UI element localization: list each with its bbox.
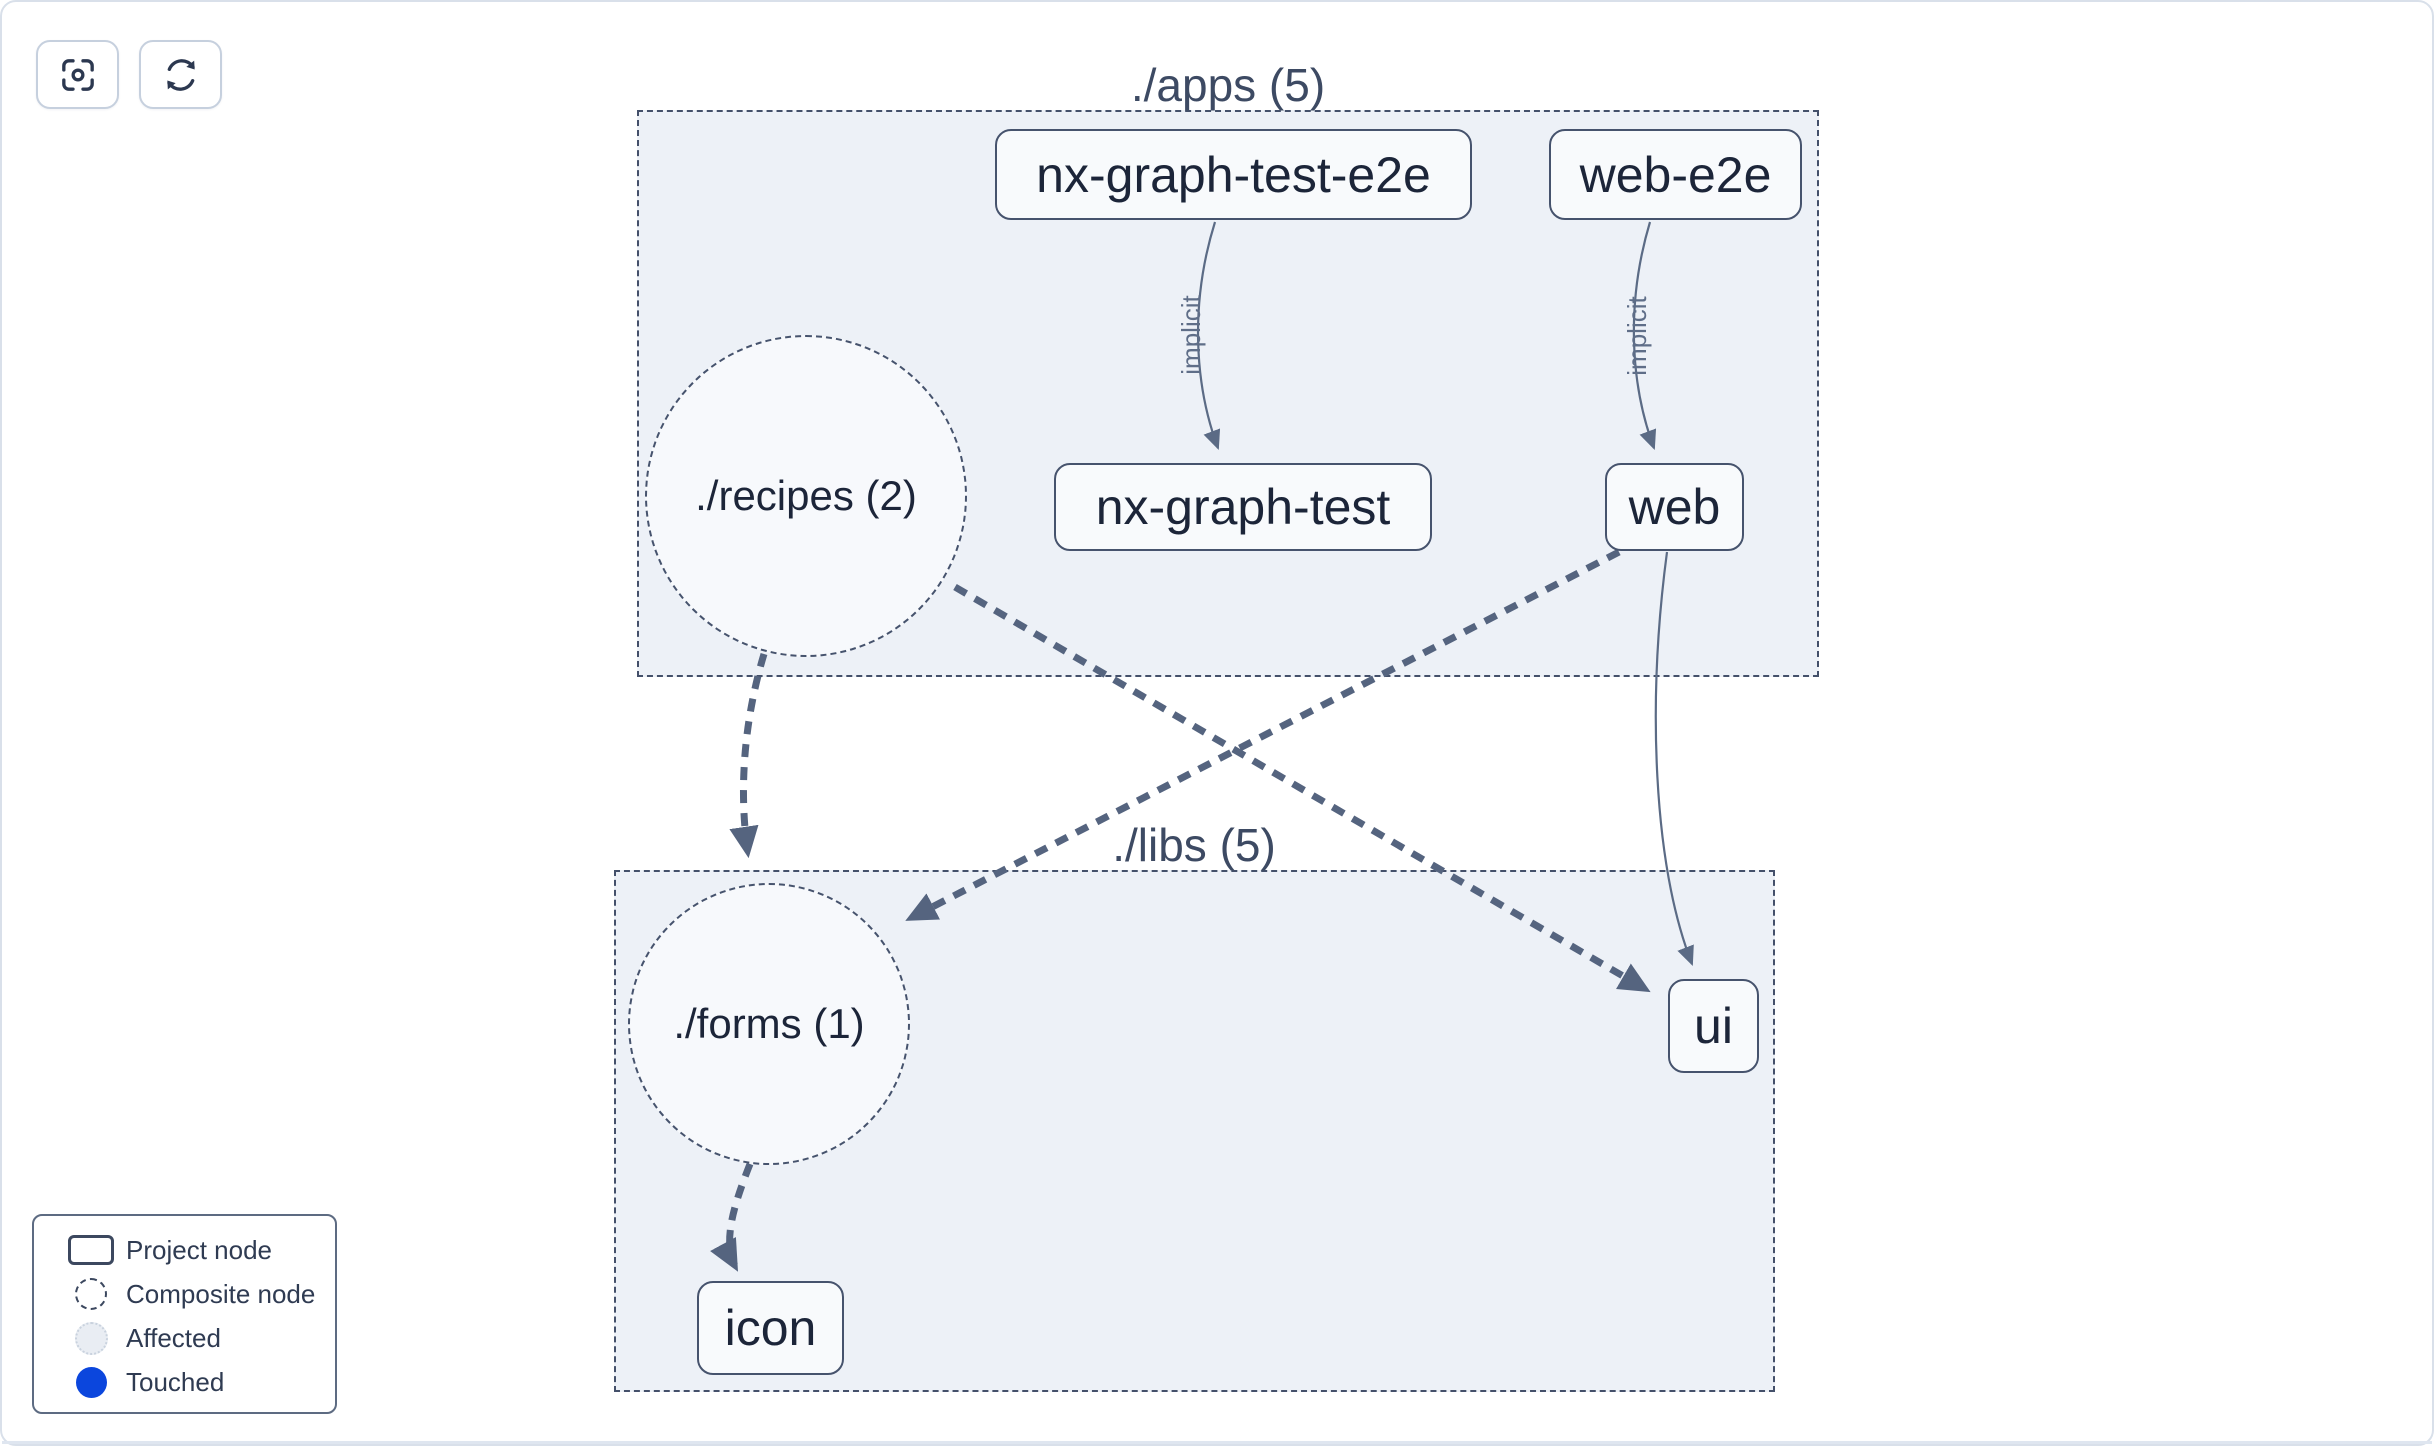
- edge-label-implicit: implicit: [1176, 295, 1206, 375]
- composite-node-swatch: [75, 1278, 107, 1310]
- node-nx-graph-test[interactable]: nx-graph-test: [1054, 463, 1432, 551]
- legend-item-affected: Affected: [34, 1316, 335, 1360]
- affected-swatch: [75, 1322, 108, 1355]
- legend-item-touched: Touched: [34, 1360, 335, 1404]
- focus-button[interactable]: [36, 40, 119, 109]
- legend-label: Touched: [126, 1367, 224, 1398]
- group-libs-title: ./libs (5): [1112, 818, 1276, 872]
- node-icon[interactable]: icon: [697, 1281, 844, 1375]
- node-web-e2e[interactable]: web-e2e: [1549, 129, 1802, 220]
- touched-swatch: [76, 1367, 107, 1398]
- edge-forms-to-icon[interactable]: [730, 1164, 750, 1268]
- refresh-sync-icon: [161, 55, 201, 95]
- legend-item-composite-node: Composite node: [34, 1272, 335, 1316]
- edge-label-implicit: implicit: [1622, 296, 1652, 376]
- legend-label: Composite node: [126, 1279, 315, 1310]
- edge-web-to-ui[interactable]: [1656, 552, 1692, 964]
- node-ui[interactable]: ui: [1668, 979, 1759, 1073]
- toolbar: [36, 40, 222, 109]
- node-web[interactable]: web: [1605, 463, 1744, 551]
- legend-item-project-node: Project node: [34, 1228, 335, 1272]
- focus-crosshair-icon: [58, 55, 98, 95]
- edge-recipes-to-forms[interactable]: [743, 654, 764, 854]
- edge-recipes-to-ui[interactable]: [955, 587, 1647, 990]
- legend-label: Project node: [126, 1235, 272, 1266]
- group-apps-title: ./apps (5): [1131, 58, 1325, 112]
- composite-node-recipes[interactable]: ./recipes (2): [645, 335, 967, 657]
- composite-node-forms[interactable]: ./forms (1): [628, 883, 910, 1165]
- legend-label: Affected: [126, 1323, 221, 1354]
- refresh-button[interactable]: [139, 40, 222, 109]
- legend-panel: Project node Composite node Affected Tou…: [32, 1214, 337, 1414]
- node-nx-graph-test-e2e[interactable]: nx-graph-test-e2e: [995, 129, 1472, 220]
- project-node-swatch: [68, 1235, 114, 1265]
